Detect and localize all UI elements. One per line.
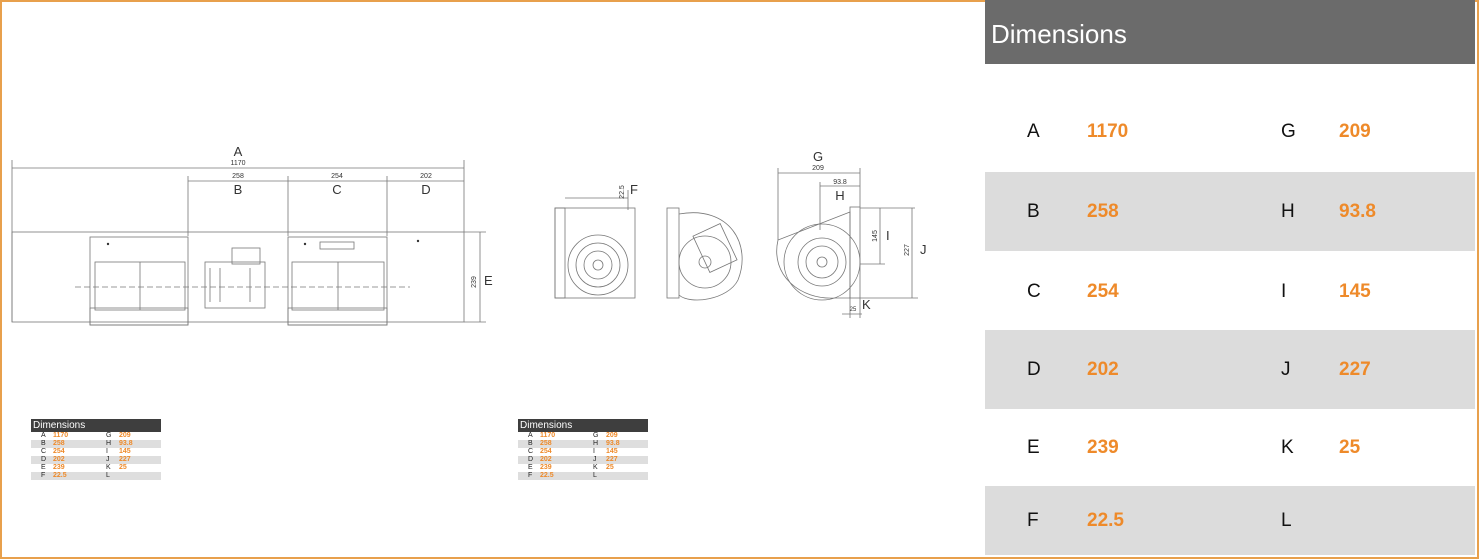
technical-drawing: A 1170 258 B 254 C 202 D 239 E 22.5 F G … (11, 144, 927, 326)
dim-key: K (1281, 437, 1294, 458)
dim-value: 1170 (1087, 121, 1129, 142)
dimensions-table-title: Dimensions (985, 0, 1475, 64)
side-view-2 (678, 212, 743, 301)
label-h: H (835, 188, 844, 203)
label-i: I (886, 228, 890, 243)
dim-key: D (1027, 359, 1041, 380)
dim-key: J (1281, 359, 1291, 380)
side-view-1 (554, 207, 636, 299)
label-a: A (234, 144, 243, 159)
value-c: 254 (331, 173, 343, 180)
dim-key: G (1281, 121, 1296, 142)
value-k: 25 (850, 307, 857, 313)
label-j: J (920, 242, 927, 257)
table-row: C 254 I 145 (985, 252, 1475, 331)
dim-key: I (1281, 281, 1287, 302)
dim-key: L (1281, 510, 1292, 531)
motor (204, 261, 266, 309)
dim-value: 258 (1087, 201, 1119, 222)
value-g: 209 (812, 165, 824, 172)
dimensions-table: Dimensions A 1170 G 209 B 258 H 93.8 C 2… (985, 0, 1475, 555)
dim-key: C (1027, 281, 1041, 302)
table-row: D 202 J 227 (985, 330, 1475, 409)
housing-outline (11, 231, 465, 323)
value-i: 145 (872, 230, 879, 242)
value-f: 22.5 (619, 185, 626, 199)
dim-value: 227 (1339, 359, 1371, 380)
label-b: B (234, 182, 243, 197)
mini-table-title: Dimensions (31, 419, 161, 432)
dim-value: 254 (1087, 281, 1119, 302)
dim-value: 145 (1339, 281, 1371, 302)
dim-value: 25 (1339, 437, 1361, 458)
front-view (11, 160, 486, 326)
dim-value: 22.5 (1087, 510, 1124, 531)
value-j: 227 (904, 244, 911, 256)
value-h: 93.8 (833, 179, 847, 186)
value-e: 239 (471, 276, 478, 288)
value-b: 258 (232, 173, 244, 180)
table-row: A 1170 G 209 (985, 92, 1475, 171)
dim-value: 202 (1087, 359, 1119, 380)
label-e: E (484, 273, 493, 288)
blower-left (89, 236, 189, 326)
dim-key: F (1027, 510, 1039, 531)
label-k: K (862, 297, 871, 312)
label-c: C (332, 182, 341, 197)
side-views (554, 168, 918, 318)
table-row: B 258 H 93.8 (985, 172, 1475, 251)
blower-right (287, 236, 388, 326)
dim-key: E (1027, 437, 1040, 458)
mini-table-title: Dimensions (518, 419, 648, 432)
dim-value: 93.8 (1339, 201, 1376, 222)
dim-key: B (1027, 201, 1040, 222)
table-row: E 239 K 25 (985, 408, 1475, 487)
value-d: 202 (420, 173, 432, 180)
dim-key: H (1281, 201, 1295, 222)
dim-value: 209 (1339, 121, 1371, 142)
value-a: 1170 (230, 160, 245, 167)
label-f: F (630, 182, 638, 197)
label-g: G (813, 149, 823, 164)
dim-key: A (1027, 121, 1040, 142)
label-d: D (421, 182, 430, 197)
dim-value: 239 (1087, 437, 1119, 458)
table-row: F 22.5 L (985, 486, 1475, 555)
